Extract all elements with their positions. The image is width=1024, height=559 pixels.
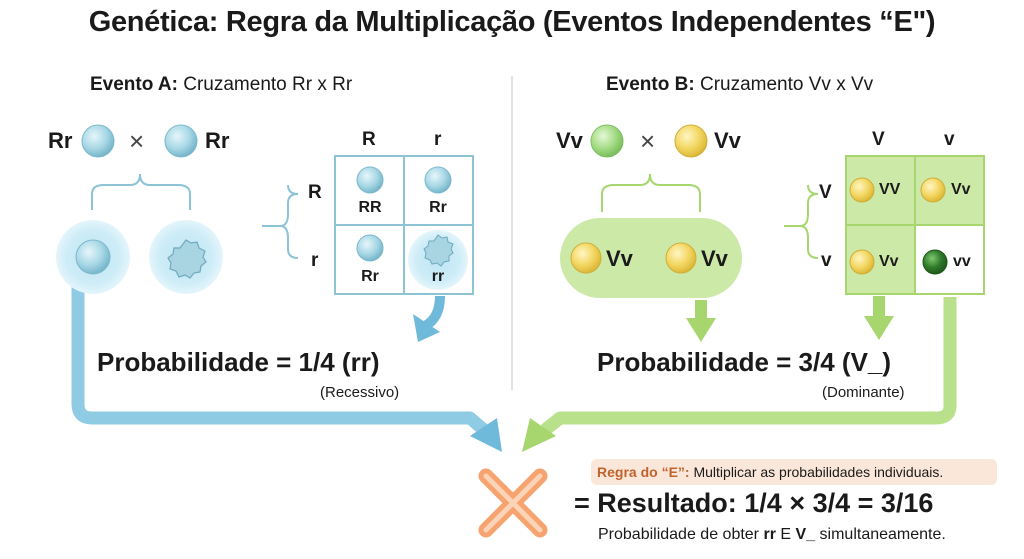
punnett-brace [262, 184, 299, 227]
green-arrow-head [864, 316, 894, 340]
yellow-pea-icon [849, 249, 875, 275]
punnett-a-col-header: r [434, 129, 442, 150]
green-arrow-path [540, 297, 957, 436]
blue-arrow-head [470, 418, 502, 452]
yellow-pea-icon [570, 242, 602, 274]
event-a-label: Evento A: [90, 74, 178, 95]
offspring-pill [560, 218, 742, 298]
result-sub-suffix: simultaneamente. [819, 526, 946, 543]
page-title: Genética: Regra da Multiplicação (Evento… [88, 6, 936, 38]
punnett-b-cell: VV [879, 181, 901, 198]
punnett-a-cell: rr [431, 268, 445, 285]
smooth-pea-icon [356, 234, 384, 262]
punnett-b-row-header: v [821, 250, 832, 271]
rule-text: Multiplicar as probabilidades individuai… [693, 464, 944, 480]
parent-brace [601, 173, 701, 212]
event-b-label: Evento B: [606, 74, 695, 95]
yellow-pea-icon [920, 177, 946, 203]
punnett-b-col-header: V [872, 129, 885, 150]
result-sub-prefix: Probabilidade de obter [598, 526, 760, 543]
punnett-a-cell: Rr [429, 199, 447, 216]
result-sub-and: E [780, 526, 792, 543]
punnett-a-cell: Rr [361, 268, 379, 285]
rule-title: Regra do “E”: [597, 464, 690, 480]
parent-genotype-left: Rr [48, 128, 73, 153]
result-sub-rr: rr [763, 526, 776, 543]
smooth-pea-icon [75, 239, 111, 275]
cross-symbol: × [640, 126, 656, 156]
offspring-genotype: Vv [701, 246, 728, 271]
parent-genotype-right: Rr [205, 128, 230, 153]
parent-genotype-left: Vv [556, 128, 583, 153]
cross-symbol: × [129, 126, 145, 156]
punnett-b-cell: vv [953, 253, 971, 270]
punnett-a-row-header: r [311, 250, 319, 271]
result-text: = Resultado: 1/4 × 3/4 = 3/16 [574, 488, 934, 518]
yellow-pea-icon [674, 124, 708, 158]
smooth-pea-icon [81, 124, 115, 158]
result-subtext: Probabilidade de obter rr E V_ simultane… [598, 526, 946, 544]
wrinkled-pea-icon [167, 239, 207, 279]
yellow-pea-icon [665, 242, 697, 274]
punnett-b-cell: Vv [951, 181, 971, 198]
probability-b: Probabilidade = 3/4 (V_) [597, 347, 892, 377]
probability-a-note: (Recessivo) [320, 384, 400, 401]
result-sub-v: V_ [795, 526, 816, 543]
punnett-b-row-header: V [819, 182, 832, 203]
green-pea-icon [590, 124, 624, 158]
punnett-b-cell: Vv [879, 253, 899, 270]
event-b-header: Evento B: Cruzamento Vv x Vv [606, 74, 873, 96]
smooth-pea-icon [424, 166, 452, 194]
smooth-pea-icon [164, 124, 198, 158]
green-arrow-head [686, 318, 716, 342]
multiply-x-icon [478, 468, 548, 538]
probability-a: Probabilidade = 1/4 (rr) [97, 347, 380, 377]
punnett-b-col-header: v [944, 129, 955, 150]
offspring-genotype: Vv [606, 246, 633, 271]
yellow-pea-icon [849, 177, 875, 203]
rule-box: Regra do “E”: Multiplicar as probabilida… [591, 459, 997, 485]
punnett-a-col-header: R [362, 129, 376, 150]
event-b-description: Cruzamento Vv x Vv [699, 74, 874, 95]
dark-green-pea-icon [922, 249, 948, 275]
parent-genotype-right: Vv [714, 128, 741, 153]
green-arrow-head [522, 418, 556, 452]
punnett-brace [784, 184, 819, 227]
punnett-a-cell: RR [358, 199, 382, 216]
blue-arrow-path [71, 275, 489, 435]
blue-arrow-head [413, 314, 440, 342]
event-a-description: Cruzamento Rr x Rr [183, 74, 353, 95]
wrinkled-pea-icon [423, 234, 454, 267]
probability-b-note: (Dominante) [822, 384, 905, 401]
punnett-a-row-header: R [308, 182, 322, 203]
parent-brace [91, 173, 191, 210]
event-a-header: Evento A: Cruzamento Rr x Rr [90, 74, 352, 96]
smooth-pea-icon [356, 166, 384, 194]
